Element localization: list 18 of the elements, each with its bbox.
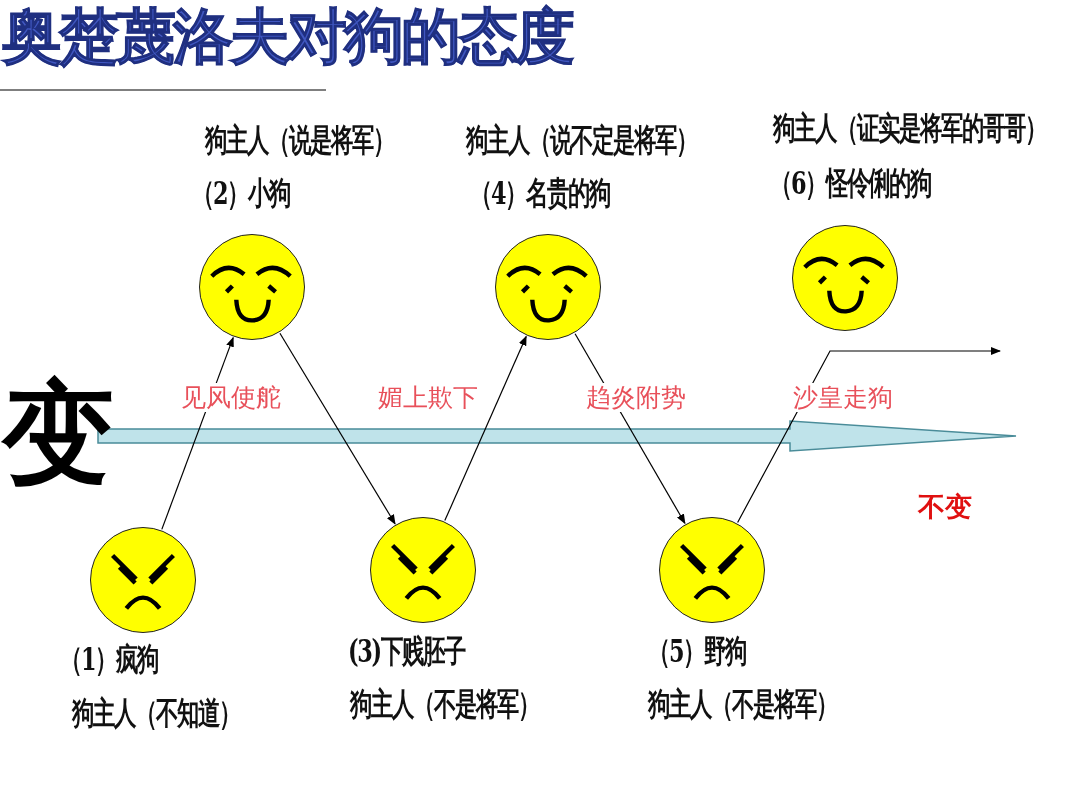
caption-text: （5）野狗 bbox=[648, 635, 747, 667]
caption-text: 狗主人（说不定是将军） bbox=[466, 124, 697, 156]
caption-text: 狗主人（不是将军） bbox=[648, 688, 837, 720]
caption-text: 狗主人（不知道） bbox=[72, 697, 240, 729]
caption-text: 狗主人（说是将军） bbox=[205, 124, 394, 156]
title: 奥楚蔑洛夫对狗的态度 bbox=[2, 6, 572, 66]
arrow bbox=[737, 347, 1001, 524]
caption-text: 狗主人（证实是将军的哥哥） bbox=[773, 112, 1046, 144]
annotation-text: 不变 bbox=[918, 493, 972, 520]
caption-text: （1）疯狗 bbox=[60, 643, 159, 675]
caption-text: (3)下贱胚子 bbox=[348, 635, 465, 667]
caption-text: （6）怪伶俐的狗 bbox=[770, 167, 932, 199]
caption-text: 狗主人（不是将军） bbox=[350, 688, 539, 720]
calligraphy-character: 变 bbox=[2, 366, 114, 500]
caption-text: （4）名贵的狗 bbox=[470, 177, 611, 209]
arrow bbox=[279, 332, 396, 525]
caption-text: （2）小狗 bbox=[192, 177, 291, 209]
arrow bbox=[444, 335, 527, 522]
